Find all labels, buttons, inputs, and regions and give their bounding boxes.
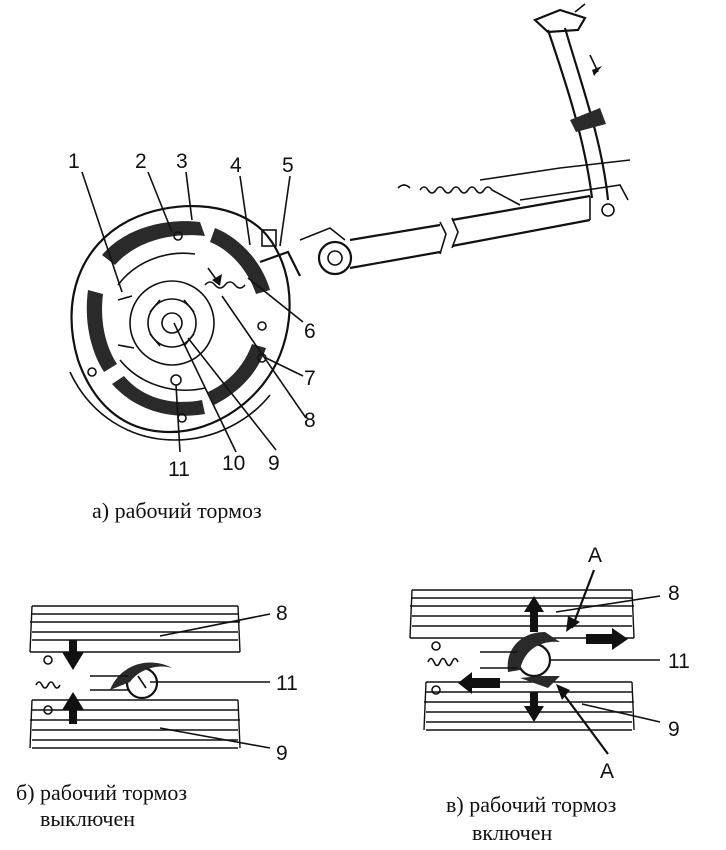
- applied-detail-drawing: [409, 569, 635, 755]
- brake-assembly-drawing: [69, 3, 631, 441]
- label-b-8: 8: [276, 602, 288, 625]
- label-6: 6: [304, 320, 316, 343]
- label-c-9: 9: [668, 718, 680, 741]
- label-5: 5: [282, 154, 294, 177]
- caption-c-line2: включен: [472, 820, 552, 845]
- label-2: 2: [135, 150, 147, 173]
- caption-b-line2: выключен: [40, 806, 135, 831]
- label-4: 4: [230, 154, 242, 177]
- label-c-8: 8: [668, 582, 680, 605]
- caption-b-line1: б) рабочий тормоз: [16, 780, 187, 805]
- label-c-a-bottom: A: [600, 760, 614, 783]
- label-1: 1: [68, 150, 80, 173]
- released-detail-leaders: [150, 613, 271, 749]
- label-8: 8: [304, 409, 316, 432]
- label-10: 10: [222, 452, 245, 475]
- released-detail-drawing: [29, 605, 241, 749]
- label-b-11: 11: [276, 672, 298, 695]
- caption-c-line1: в) рабочий тормоз: [446, 792, 616, 817]
- caption-a: а) рабочий тормоз: [92, 498, 262, 523]
- label-7: 7: [304, 367, 316, 390]
- label-3: 3: [176, 150, 188, 173]
- main-view-leaders: [81, 171, 307, 453]
- applied-detail-leaders: [550, 595, 661, 723]
- label-b-9: 9: [276, 742, 288, 765]
- label-c-11: 11: [668, 650, 690, 673]
- label-c-a-top: A: [588, 544, 602, 567]
- label-11: 11: [168, 458, 190, 481]
- label-9: 9: [268, 452, 280, 475]
